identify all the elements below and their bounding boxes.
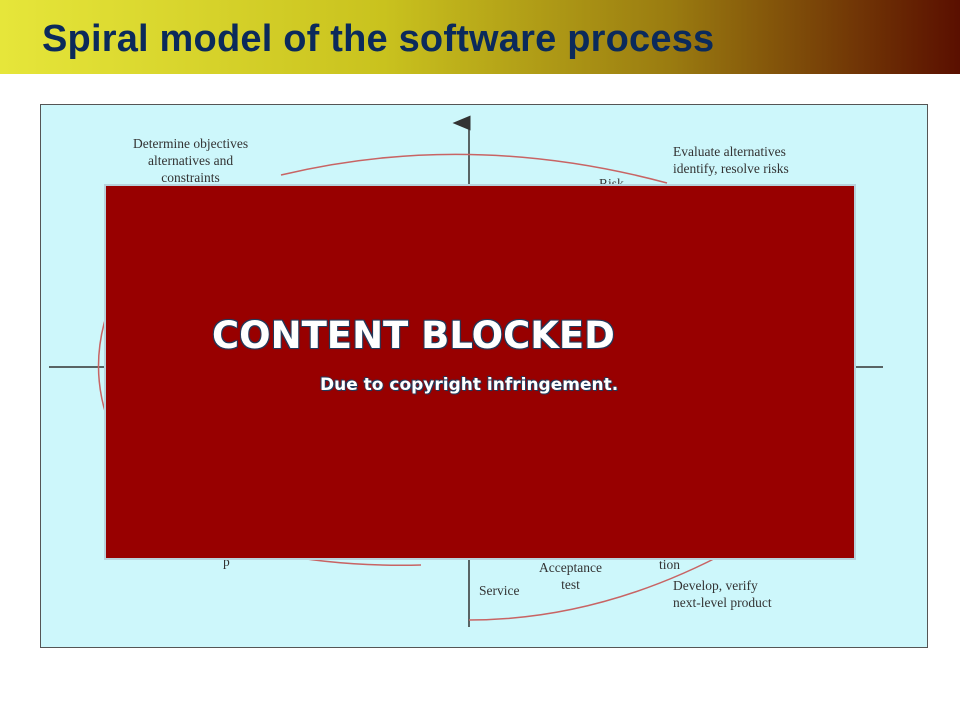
label-service: Service [479, 583, 520, 598]
title-bar: Spiral model of the software process [0, 0, 960, 74]
blocked-subtext: Due to copyright infringement. [320, 375, 619, 395]
spiral-outer-bottom-right-arc [468, 549, 732, 621]
label-acceptance-test: Acceptance test [539, 560, 602, 592]
spiral-outer-top-arc [280, 153, 668, 184]
label-evaluate-alternatives: Evaluate alternatives identify, resolve … [673, 144, 789, 176]
label-partial-right: tion [659, 557, 681, 572]
blocked-heading: CONTENT BLOCKED [212, 314, 615, 357]
label-develop-verify: Develop, verify next-level product [673, 578, 772, 610]
content-blocked-overlay: CONTENT BLOCKED Due to copyright infring… [104, 184, 856, 560]
slide-title: Spiral model of the software process [42, 18, 715, 60]
label-partial-left: p [223, 554, 230, 569]
label-determine-objectives: Determine objectives alternatives and co… [133, 136, 249, 185]
